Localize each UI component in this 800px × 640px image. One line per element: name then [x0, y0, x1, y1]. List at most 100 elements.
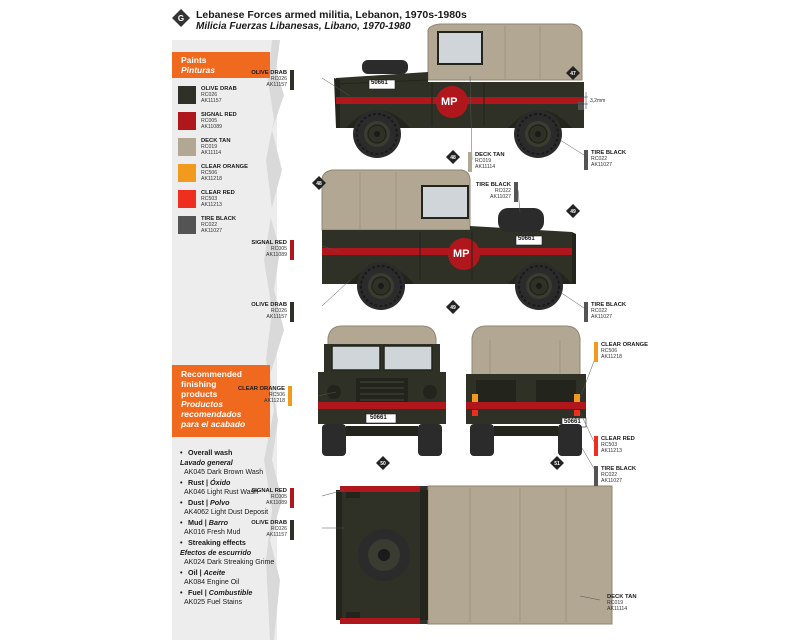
paint-callout-code-1: RC026: [270, 308, 287, 315]
view-arrow-number: 48: [450, 155, 456, 161]
paint-callout-code-2: AK11114: [607, 606, 628, 613]
paint-callout-code-2: AK11027: [490, 194, 511, 201]
paint-callout-code-2: AK11027: [591, 162, 612, 169]
paint-callout-name: DECK TAN: [607, 594, 637, 600]
finishing-category-en: Rust: [188, 478, 204, 487]
variant-badge: G: [172, 9, 190, 27]
view-arrow-number: 50: [380, 461, 386, 467]
plate-front: 50661: [370, 415, 387, 421]
paint-code-1: RC022: [201, 222, 218, 229]
finishing-category-en: Oil: [188, 568, 198, 577]
paint-callout-name: OLIVE DRAB: [251, 70, 287, 76]
finishing-category: •Rust | Óxido: [180, 478, 231, 487]
paint-callout-code-1: RC005: [270, 246, 287, 253]
paint-callout-name: CLEAR RED: [601, 436, 635, 442]
view-arrow-icon: 47: [566, 66, 580, 80]
paint-code-2: AK11213: [201, 202, 222, 209]
paint-callout-color: [584, 302, 588, 322]
view-arrow-icon: 50: [376, 456, 390, 470]
paint-callout-color: [594, 342, 598, 362]
finishing-heading: Recommended finishing products Productos…: [172, 365, 270, 437]
dimension-marker: [578, 92, 588, 109]
paint-callout-color: [290, 302, 294, 322]
paint-name: OLIVE DRAB: [201, 86, 237, 92]
paint-callout-code-2: AK11027: [591, 314, 612, 321]
finishing-category-es: Óxido: [210, 478, 231, 487]
paint-callout-code-2: AK11157: [266, 82, 287, 89]
finishing-category: •Streaking effects: [180, 538, 246, 547]
finishing-category-es: Aceite: [203, 568, 226, 577]
finishing-product: AK084 Engine Oil: [184, 579, 240, 586]
paint-callout-color: [290, 70, 294, 90]
paints-heading: Paints Pinturas: [172, 52, 270, 78]
leader-lines: [317, 75, 601, 601]
finishing-category-en: Streaking effects: [188, 538, 246, 547]
paint-name: CLEAR RED: [201, 190, 235, 196]
paints-heading-es: Pinturas: [181, 65, 216, 75]
paint-callout-name: TIRE BLACK: [475, 182, 511, 188]
finishing-category-en: Overall wash: [188, 448, 233, 457]
paint-callout-color: [288, 386, 292, 406]
finishing-heading-es-1: Productos: [181, 399, 224, 409]
view-arrow-icon: 49: [566, 204, 580, 218]
view-arrow-icon: 48: [312, 176, 326, 190]
rear-view: [466, 325, 587, 456]
page-subtitle: Milicia Fuerzas Libanesas, Libano, 1970-…: [196, 21, 411, 32]
paint-callout-code-2: AK11218: [264, 398, 285, 405]
paint-callout-color: [468, 152, 472, 172]
paint-callout-name: SIGNAL RED: [251, 488, 287, 494]
finishing-category-es: Combustible: [208, 588, 253, 597]
finishing-product: AK016 Fresh Mud: [184, 529, 241, 536]
paint-code-1: RC503: [201, 196, 218, 203]
front-view: [318, 325, 446, 456]
finishing-product: AK024 Dark Streaking Grime: [184, 559, 275, 566]
mp-marking-side-1: MP: [441, 96, 458, 108]
finishing-category-es: Efectos de escurrido: [180, 548, 252, 557]
finishing-category-en: Mud: [188, 518, 203, 527]
plate-side-2: 50661: [518, 236, 535, 242]
finishing-product: AK025 Fuel Stains: [184, 599, 242, 606]
finishing-heading-en-1: Recommended: [181, 369, 242, 379]
paint-swatch-color: [178, 86, 196, 104]
paint-swatch-color: [178, 138, 196, 156]
variant-badge-letter: G: [178, 14, 184, 23]
view-arrow-icon: 51: [550, 456, 564, 470]
paint-callout-name: DECK TAN: [475, 152, 505, 158]
paint-code-1: RC506: [201, 170, 218, 177]
view-arrow-number: 51: [554, 461, 560, 467]
finishing-category: •Fuel | Combustible: [180, 588, 253, 597]
paint-code-2: AK11089: [201, 124, 222, 131]
paint-name: SIGNAL RED: [201, 112, 237, 118]
finishing-category-es: Barro: [208, 518, 228, 527]
paint-callout-color: [290, 240, 294, 260]
finishing-category: •Dust | Polvo: [180, 498, 230, 507]
paint-callout-code-1: RC005: [270, 494, 287, 501]
paint-callout-code-1: RC022: [591, 308, 608, 315]
finishing-category: •Mud | Barro: [180, 518, 228, 527]
paint-callout-name: OLIVE DRAB: [251, 520, 287, 526]
paint-code-2: AK11218: [201, 176, 222, 183]
